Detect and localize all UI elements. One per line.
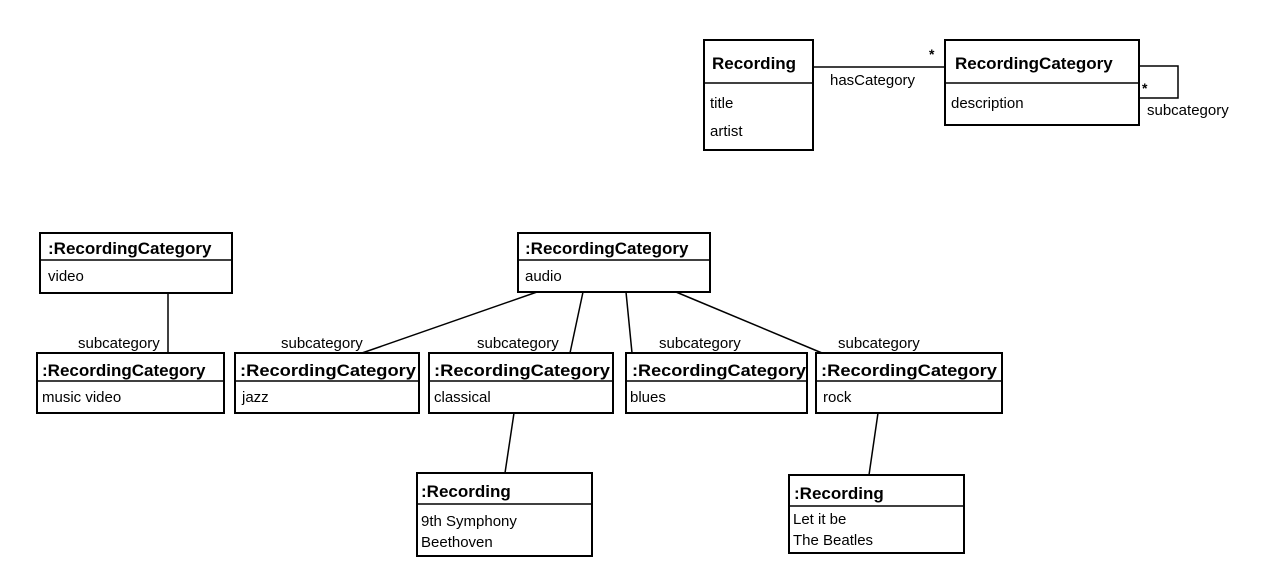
object-blues-name: :RecordingCategory — [632, 361, 807, 380]
object-video-box — [39, 232, 233, 294]
object-blues-box — [625, 352, 808, 414]
has-category-label: hasCategory — [830, 72, 916, 89]
object-jazz-value: jazz — [241, 389, 269, 406]
object-links: subcategory subcategory subcategory subc… — [78, 291, 920, 476]
link-label-video-music: subcategory — [78, 335, 160, 352]
class-recording-attr-title: title — [710, 95, 733, 112]
subcategory-self-loop — [1139, 65, 1179, 99]
object-jazz-box — [234, 352, 420, 414]
link-label-audio-blues: subcategory — [659, 335, 741, 352]
object-audio-name: :RecordingCategory — [525, 239, 689, 258]
class-recording-attr-artist: artist — [710, 123, 743, 140]
object-rock-name: :RecordingCategory — [821, 361, 998, 380]
link-classical-symphony — [504, 412, 515, 474]
object-audio-box — [517, 232, 711, 293]
link-label-audio-rock: subcategory — [838, 335, 920, 352]
link-audio-rock — [675, 291, 823, 354]
object-audio: :RecordingCategory audio — [517, 232, 711, 293]
object-jazz-name: :RecordingCategory — [240, 361, 417, 380]
object-rock: :RecordingCategory rock — [815, 352, 1003, 414]
object-classical-name: :RecordingCategory — [434, 361, 611, 380]
object-classical-box — [428, 352, 614, 414]
object-classical: :RecordingCategory classical — [428, 352, 614, 414]
class-recording-category-name: RecordingCategory — [955, 54, 1113, 73]
has-category-multiplicity: * — [929, 46, 935, 62]
link-audio-jazz — [361, 291, 538, 354]
link-audio-classical — [569, 291, 584, 354]
object-music-video: :RecordingCategory music video — [36, 352, 225, 414]
object-recording-let-it-be: :Recording Let it be The Beatles — [788, 474, 965, 554]
object-music-video-box — [36, 352, 225, 414]
subcategory-multiplicity: * — [1142, 80, 1148, 96]
object-recording-symphony-box — [416, 472, 593, 557]
object-blues-value: blues — [630, 389, 666, 406]
association-has-category: hasCategory * — [813, 46, 945, 89]
object-music-video-value: music video — [42, 389, 121, 406]
object-rock-value: rock — [823, 389, 852, 406]
object-recording-let-it-be-artist: The Beatles — [793, 532, 873, 549]
object-recording-let-it-be-name: :Recording — [794, 484, 884, 503]
object-recording-let-it-be-box — [788, 474, 965, 554]
class-recording: Recording title artist — [703, 39, 814, 151]
object-classical-value: classical — [434, 389, 491, 406]
object-video: :RecordingCategory video — [39, 232, 233, 294]
object-rock-box — [815, 352, 1003, 414]
object-video-value: video — [48, 268, 84, 285]
object-recording-symphony-name: :Recording — [421, 482, 511, 501]
object-recording-symphony: :Recording 9th Symphony Beethoven — [416, 472, 593, 557]
link-audio-blues — [625, 291, 633, 354]
object-video-name: :RecordingCategory — [48, 239, 212, 258]
link-label-audio-classical: subcategory — [477, 335, 559, 352]
object-recording-symphony-artist: Beethoven — [421, 534, 493, 551]
object-audio-value: audio — [525, 268, 562, 285]
class-recording-category: RecordingCategory description — [944, 39, 1140, 126]
object-jazz: :RecordingCategory jazz — [234, 352, 420, 414]
link-label-audio-jazz: subcategory — [281, 335, 363, 352]
class-recording-name: Recording — [712, 54, 796, 73]
object-recording-let-it-be-title: Let it be — [793, 511, 846, 528]
object-recording-symphony-title: 9th Symphony — [421, 513, 517, 530]
subcategory-label: subcategory — [1147, 102, 1229, 119]
link-rock-let-it-be — [868, 412, 879, 476]
object-music-video-name: :RecordingCategory — [42, 361, 206, 380]
object-blues: :RecordingCategory blues — [625, 352, 808, 414]
association-subcategory-self: * subcategory — [1139, 65, 1229, 119]
class-recording-category-attr-description: description — [951, 95, 1024, 112]
class-recording-box — [703, 39, 814, 151]
